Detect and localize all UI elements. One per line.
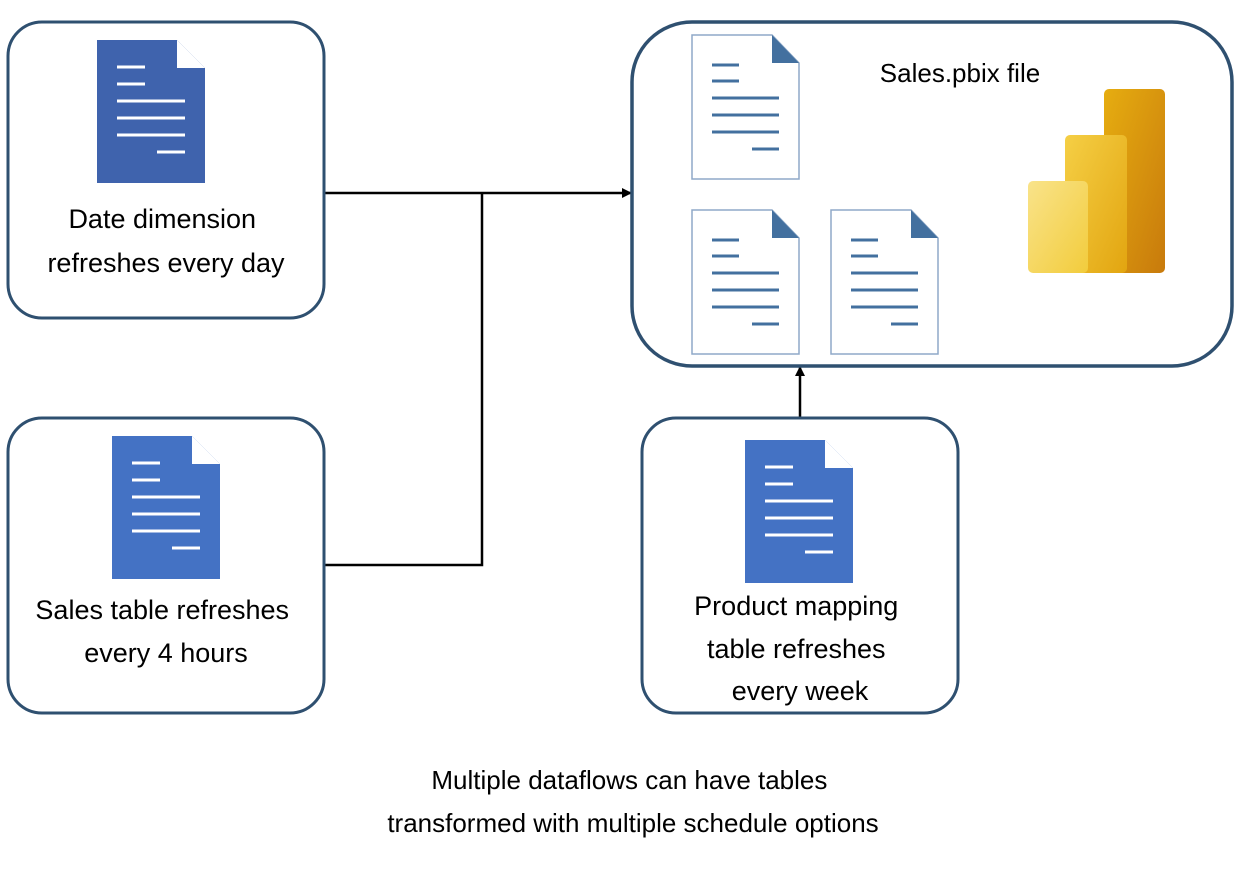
product-mapping-node: Product mapping table refreshes every we… [640, 416, 960, 715]
node-label-line: Sales table refreshes [35, 595, 289, 625]
document-icon [95, 38, 207, 185]
connector-sales-to-pbix [324, 193, 484, 567]
date-dimension-node: Date dimension refreshes every day [6, 20, 326, 320]
node-label-line: refreshes every day [47, 248, 285, 278]
svg-text:Date dimension refreshes: Date dimension refreshes every day [47, 204, 285, 278]
node-label-line: Date dimension [68, 204, 256, 234]
node-label-line: Product mapping [694, 591, 898, 621]
diagram-caption: Multiple dataflows can have tables trans… [387, 765, 878, 838]
svg-text:Sales table refreshes ev: Sales table refreshes every 4 hours [35, 595, 296, 668]
svg-text:Product mapping table re: Product mapping table refreshes every we… [694, 591, 906, 706]
pbix-title: Sales.pbix file [880, 58, 1040, 88]
node-label-line: table refreshes [707, 634, 886, 664]
document-icon [110, 434, 222, 581]
pbix-file-node: Sales.pbix file [630, 20, 1234, 368]
sales-table-node: Sales table refreshes every 4 hours [6, 416, 326, 715]
document-icon [743, 438, 855, 585]
node-label-line: every 4 hours [84, 638, 248, 668]
connectors [324, 188, 805, 567]
table-document-icon [829, 208, 940, 356]
caption-line: transformed with multiple schedule optio… [387, 808, 878, 838]
power-bi-logo [1028, 89, 1165, 273]
node-label-line: every week [732, 676, 869, 706]
table-document-icon [690, 208, 801, 356]
table-document-icon [690, 33, 801, 181]
caption-line: Multiple dataflows can have tables [431, 765, 827, 795]
